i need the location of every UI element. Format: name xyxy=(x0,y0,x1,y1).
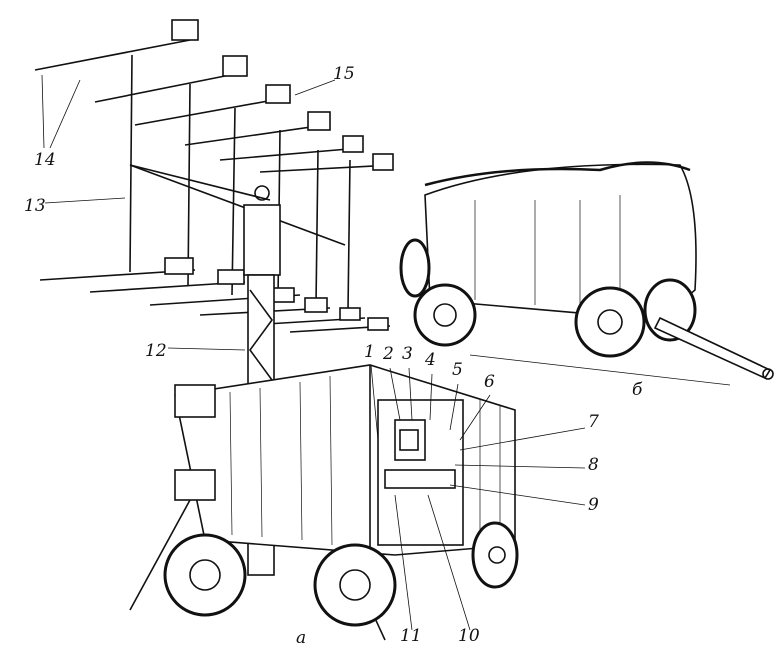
label-2: 2 xyxy=(383,344,394,364)
label-15: 15 xyxy=(333,64,355,84)
trailer-b-covered xyxy=(399,161,774,386)
label-3: 3 xyxy=(402,344,413,364)
label-b: б xyxy=(632,380,643,400)
label-11: 11 xyxy=(400,626,422,646)
label-10: 10 xyxy=(458,626,480,646)
label-4: 4 xyxy=(425,350,436,370)
label-5: 5 xyxy=(452,360,463,380)
label-a: а xyxy=(296,628,307,648)
label-12: 12 xyxy=(145,341,167,361)
label-7: 7 xyxy=(588,412,599,432)
label-1: 1 xyxy=(364,342,375,362)
label-8: 8 xyxy=(588,455,599,475)
lower-antenna-array xyxy=(39,257,391,333)
antenna-verticals xyxy=(129,54,351,311)
label-6: 6 xyxy=(484,372,495,392)
label-13: 13 xyxy=(24,196,46,216)
leader-lines xyxy=(41,74,586,631)
label-14: 14 xyxy=(34,150,56,170)
upper-antenna-array xyxy=(34,19,394,173)
trailer-a xyxy=(163,364,519,627)
label-9: 9 xyxy=(588,495,599,515)
